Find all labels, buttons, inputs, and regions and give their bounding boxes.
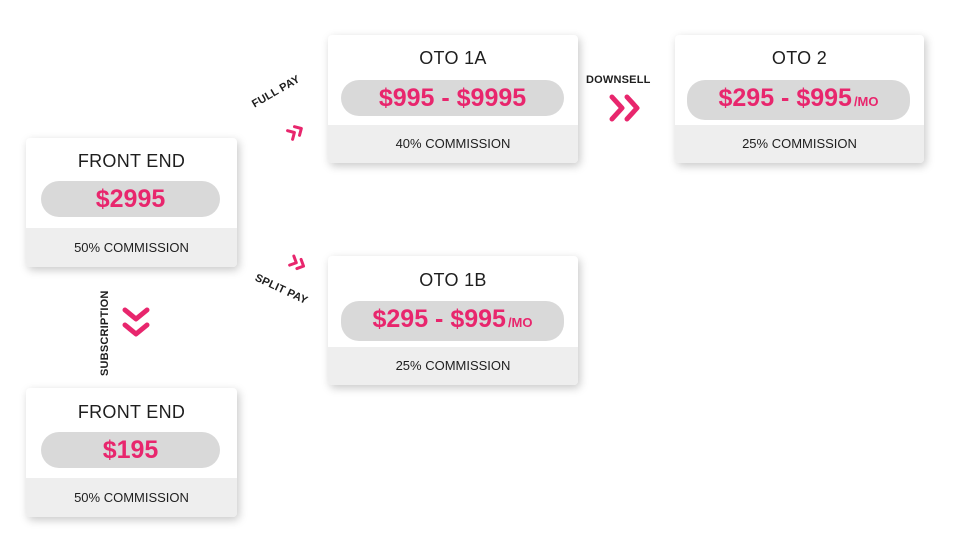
front-end-card: FRONT END $2995 50% COMMISSION bbox=[26, 138, 237, 267]
double-chevron-icon bbox=[286, 125, 303, 141]
subscription-label: SUBSCRIPTION bbox=[99, 290, 111, 376]
card-title: OTO 2 bbox=[771, 48, 828, 68]
price-pill: $295 - $995/MO bbox=[341, 301, 564, 341]
split-pay-label: SPLIT PAY bbox=[252, 272, 310, 307]
double-chevron-icon bbox=[609, 94, 640, 122]
double-chevron-icon bbox=[288, 254, 306, 271]
front-end-subscription-card: FRONT END $195 50% COMMISSION bbox=[26, 388, 237, 517]
price-value: $195 bbox=[102, 436, 159, 464]
commission-footer: 25% COMMISSION bbox=[328, 347, 578, 385]
price-pill: $195 bbox=[41, 432, 220, 468]
card-title: OTO 1A bbox=[419, 48, 487, 68]
card-title: FRONT END bbox=[77, 402, 186, 422]
price-value: $295 - $995 bbox=[718, 84, 852, 112]
downsell-label: DOWNSELL bbox=[586, 74, 651, 86]
commission-footer: 40% COMMISSION bbox=[328, 125, 578, 163]
full-pay-label: FULL PAY bbox=[250, 73, 303, 111]
price-suffix: /MO bbox=[853, 94, 879, 109]
oto-1b-card: OTO 1B $295 - $995/MO 25% COMMISSION bbox=[328, 256, 578, 385]
price-pill: $995 - $9995 bbox=[341, 80, 564, 116]
oto-2-card: OTO 2 $295 - $995/MO 25% COMMISSION bbox=[675, 35, 924, 163]
price-pill: $295 - $995/MO bbox=[687, 80, 910, 120]
card-title: OTO 1B bbox=[419, 270, 487, 290]
price-suffix: /MO bbox=[507, 315, 533, 330]
double-chevron-icon bbox=[122, 307, 150, 337]
price-value: $295 - $995 bbox=[372, 305, 506, 333]
card-title: FRONT END bbox=[77, 151, 186, 171]
commission-footer: 50% COMMISSION bbox=[26, 478, 237, 517]
price-pill: $2995 bbox=[41, 181, 220, 217]
price-value: $2995 bbox=[95, 185, 166, 213]
commission-footer: 50% COMMISSION bbox=[26, 228, 237, 267]
oto-1a-card: OTO 1A $995 - $9995 40% COMMISSION bbox=[328, 35, 578, 163]
price-value: $995 - $9995 bbox=[378, 84, 527, 112]
commission-footer: 25% COMMISSION bbox=[675, 125, 924, 163]
